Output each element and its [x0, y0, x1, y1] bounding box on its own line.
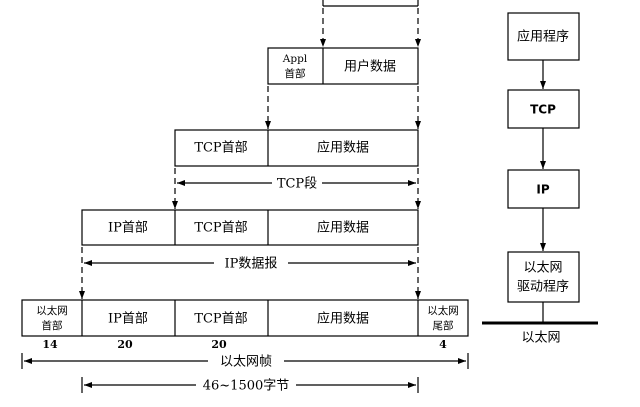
ip-row-ip-header: IP首部 — [108, 221, 148, 236]
stack-tcp-box — [507, 89, 580, 129]
size-eth-trailer: 4 — [439, 338, 447, 351]
application-row-box — [267, 47, 419, 85]
stack-app-label: 应用程序 — [517, 29, 569, 45]
payload-label: 46~1500字节 — [203, 379, 290, 394]
stack-app-box — [507, 12, 580, 61]
stack-medium-label: 以太网 — [521, 331, 560, 346]
ip-row: IP首部 TCP首部 应用数据 — [81, 209, 419, 246]
eth-row-tcp-header: TCP首部 — [194, 312, 247, 327]
eth-frame-label: 以太网帧 — [220, 355, 272, 370]
size-eth-header: 14 — [42, 338, 58, 351]
size-tcp-header: 20 — [211, 338, 227, 351]
tcp-row-tcp-header: TCP首部 — [194, 141, 247, 156]
eth-row-app-data: 应用数据 — [317, 311, 369, 327]
ip-datagram-label: IP数据报 — [225, 257, 278, 272]
top-user-data-box-partial — [322, 0, 419, 7]
stack-driver-line1: 以太网 — [523, 261, 562, 276]
stack-driver-line2: 驱动程序 — [517, 280, 569, 295]
eth-row-ip-header: IP首部 — [108, 312, 148, 327]
application-row: Appl 首部 用户数据 — [267, 47, 419, 85]
ip-row-app-data: 应用数据 — [317, 220, 369, 236]
ip-datagram-span: IP数据报 — [84, 257, 416, 272]
ip-row-tcp-header: TCP首部 — [194, 221, 247, 236]
ip-row-box — [81, 209, 419, 246]
protocol-stack: 应用程序 TCP IP 以太网 驱动程序 以太网 — [482, 12, 598, 346]
tcp-segment-span: TCP段 — [177, 177, 416, 192]
stack-driver-box — [507, 251, 580, 303]
eth-header-line1: 以太网 — [36, 304, 68, 317]
payload-size-span: 46~1500字节 — [81, 377, 419, 394]
eth-trailer-line1: 以太网 — [427, 304, 459, 317]
tcp-segment-label: TCP段 — [277, 177, 317, 192]
appl-header-line2: 首部 — [285, 67, 306, 80]
appl-header-line1: Appl — [282, 53, 308, 65]
tcp-row: TCP首部 应用数据 — [174, 129, 419, 167]
tcp-row-app-data: 应用数据 — [317, 140, 369, 156]
ethernet-row-box — [21, 299, 469, 337]
ethernet-row: 以太网 首部 IP首部 TCP首部 应用数据 以太网 尾部 — [21, 299, 469, 337]
user-data-label: 用户数据 — [344, 59, 396, 75]
eth-header-line2: 首部 — [42, 319, 63, 332]
stack-ip-label: IP — [536, 183, 549, 197]
eth-trailer-line2: 尾部 — [433, 319, 454, 332]
size-ip-header: 20 — [117, 338, 133, 351]
stack-tcp-label: TCP — [530, 103, 556, 117]
ethernet-frame-span: 以太网帧 — [21, 353, 469, 370]
tcp-row-box — [174, 129, 419, 167]
